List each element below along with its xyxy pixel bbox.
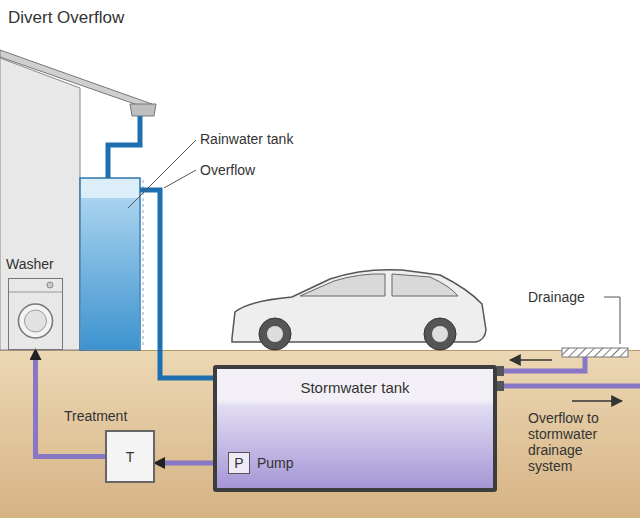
leader-line xyxy=(164,170,196,188)
outflow-pipe xyxy=(497,384,640,389)
node-heading: Washer xyxy=(6,256,54,272)
car-hub xyxy=(267,326,283,342)
callout-label: Rainwater tank xyxy=(200,131,293,147)
callout-label: Overflow xyxy=(200,162,255,178)
drain-grate xyxy=(562,348,628,357)
overflow-pipe xyxy=(140,190,217,378)
washer-glass xyxy=(25,310,47,332)
tank-edge xyxy=(143,180,144,348)
node-label: P xyxy=(234,456,243,470)
leader-line xyxy=(128,140,196,208)
treatment-box: TreatmentT xyxy=(105,430,155,483)
car-wheel xyxy=(424,318,456,350)
flow-label: Overflow to stormwater drainage system xyxy=(528,410,616,474)
gutter xyxy=(130,104,156,116)
washer-knob xyxy=(47,282,53,288)
downpipe xyxy=(108,116,140,182)
pump-box: PPump xyxy=(228,452,250,474)
node-heading: Pump xyxy=(257,455,294,471)
callout-label: Drainage xyxy=(528,289,585,305)
washer-box: Washer xyxy=(8,278,63,350)
house-wall xyxy=(0,58,80,350)
car-wheel xyxy=(259,318,291,350)
diagram-title: Divert Overflow xyxy=(8,8,124,28)
car xyxy=(232,270,486,350)
car-window xyxy=(300,274,385,296)
rainwater-tank xyxy=(80,178,140,350)
washer-panel xyxy=(9,292,62,293)
leader-line xyxy=(604,297,620,344)
node-label: T xyxy=(126,450,135,464)
car-hub xyxy=(432,326,448,342)
car-window xyxy=(392,274,458,296)
node-heading: Treatment xyxy=(64,408,127,424)
roof xyxy=(0,50,152,110)
stormwater-tank: Stormwater tankPPump xyxy=(213,365,497,492)
pipe-fitting xyxy=(497,366,504,376)
rainwater xyxy=(81,198,139,349)
washer-door xyxy=(19,304,53,338)
pipe-fitting xyxy=(497,381,504,391)
ground xyxy=(0,350,640,518)
drain-pipe xyxy=(497,357,585,371)
flow-arrow xyxy=(572,400,622,402)
node-label: Stormwater tank xyxy=(300,369,409,396)
flow-arrow xyxy=(510,359,552,361)
